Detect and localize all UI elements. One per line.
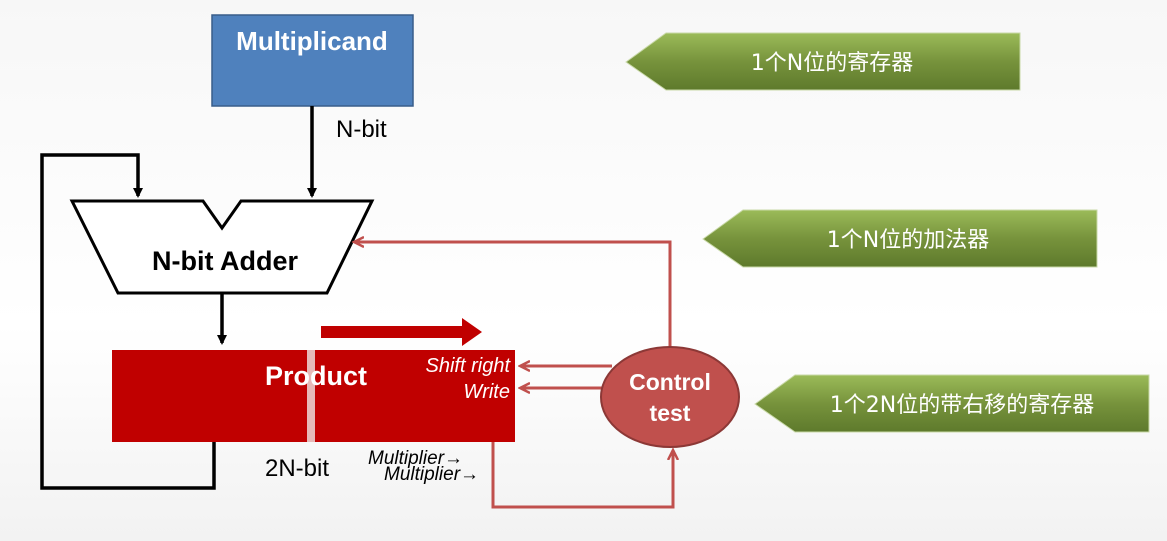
shift-right-label: Shift right [426,355,512,377]
callout-shift-register: 1个2N位的带右移的寄存器 [754,374,1150,433]
multiplicand-width-label: N-bit [336,116,387,143]
control-to-adder-wire [354,242,672,350]
multiplicand-label: Multiplicand [236,26,388,56]
adder-label: N-bit Adder [152,246,298,276]
multiplier-to-control-wire [491,442,673,509]
product-label: Product [265,361,367,391]
product-width-label: 2N-bit [265,455,329,482]
control-label-line2: test [650,400,691,426]
shift-direction-arrow [321,318,482,346]
multiplier-label-1: Multiplier→ [368,448,463,469]
control-label-line1: Control [629,369,711,395]
callout-register-text: 1个N位的寄存器 [751,51,913,76]
callout-adder-text: 1个N位的加法器 [827,228,989,253]
feedback-loop-wire [40,153,216,490]
multiplier-label-2: Multiplier→ [384,464,479,485]
callout-register: 1个N位的寄存器 [625,32,1021,91]
callout-shift-register-text: 1个2N位的带右移的寄存器 [830,393,1094,418]
adder: N-bit Adder [69,199,375,295]
product-register-divider [307,350,315,442]
callout-adder: 1个N位的加法器 [702,209,1098,268]
write-label: Write [463,381,510,403]
control-test: Control test [600,346,740,448]
product-register: Product Shift right Write [112,350,515,442]
multiplicand-register: Multiplicand [211,14,414,107]
